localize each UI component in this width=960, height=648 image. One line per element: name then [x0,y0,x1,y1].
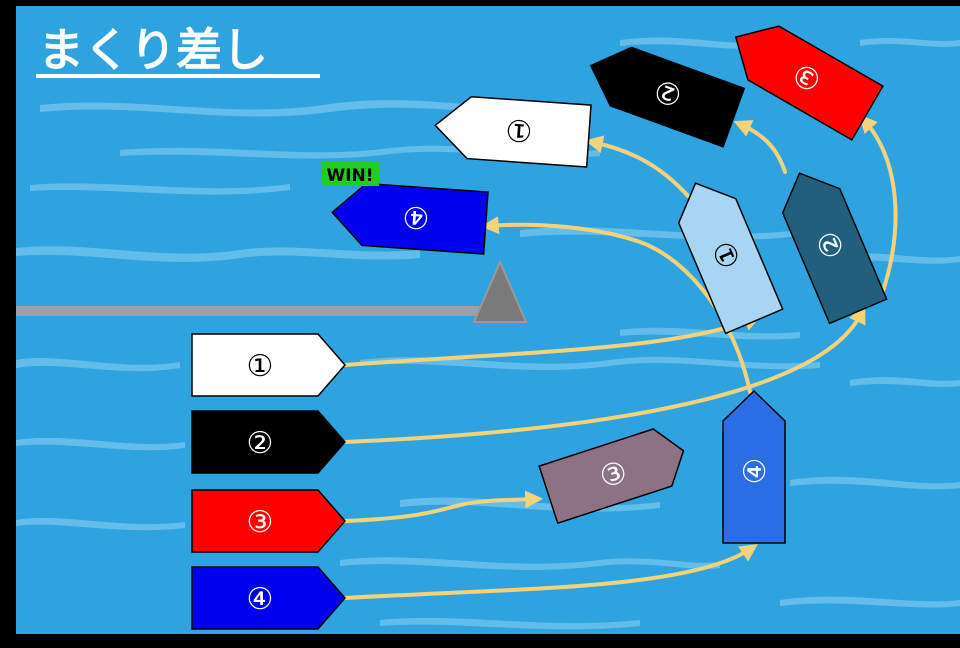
boat-mid-1: ① [677,182,784,335]
boat-number: ④ [247,582,274,617]
turn-buoy [472,259,528,323]
boat-mid-4: ④ [722,389,786,544]
path-boat-2-a [343,305,866,444]
boat-hull [434,95,592,168]
boat-start-1: ① [191,333,346,397]
path-boat-1-a [343,313,762,367]
boat-hull [722,389,786,544]
boat-mid-3: ③ [538,428,685,525]
boat-end-4: ④ [331,182,489,255]
boat-number: ④ [401,198,430,235]
path-boat-4-b [480,216,752,394]
path-boat-3-b [859,114,898,302]
boat-start-3: ③ [191,489,346,553]
win-badge-bg [322,162,379,186]
boat-number: ④ [738,458,773,485]
start-line [16,306,486,316]
diagram-title: まくり差し [38,23,268,77]
boat-hull [191,333,346,397]
boat-hull [331,182,489,255]
boat-hull [191,410,346,474]
boat-hull [589,46,746,148]
course-paths [343,114,898,600]
boat-mid-2: ② [781,172,888,325]
boat-hull [191,566,346,630]
boat-start-2: ② [191,410,346,474]
path-boat-3-a [343,490,544,523]
path-boat-1-b [584,135,690,198]
boat-number: ③ [247,505,274,540]
boat-number: ① [504,111,533,148]
win-badge: WIN! [326,166,373,186]
path-boat-4-a [343,543,758,600]
boat-end-2: ② [589,46,746,148]
boat-hull [538,428,685,525]
path-boat-2-b [733,120,787,174]
boat-hull [677,182,784,335]
boat-hull [734,25,884,141]
boat-end-1: ① [434,95,592,168]
boat-number: ① [247,349,274,384]
boat-start-4: ④ [191,566,346,630]
boat-hull [191,489,346,553]
boat-hull [781,172,888,325]
title-underline [36,74,320,78]
boat-number: ② [247,426,274,461]
boat-end-3: ③ [734,25,884,141]
